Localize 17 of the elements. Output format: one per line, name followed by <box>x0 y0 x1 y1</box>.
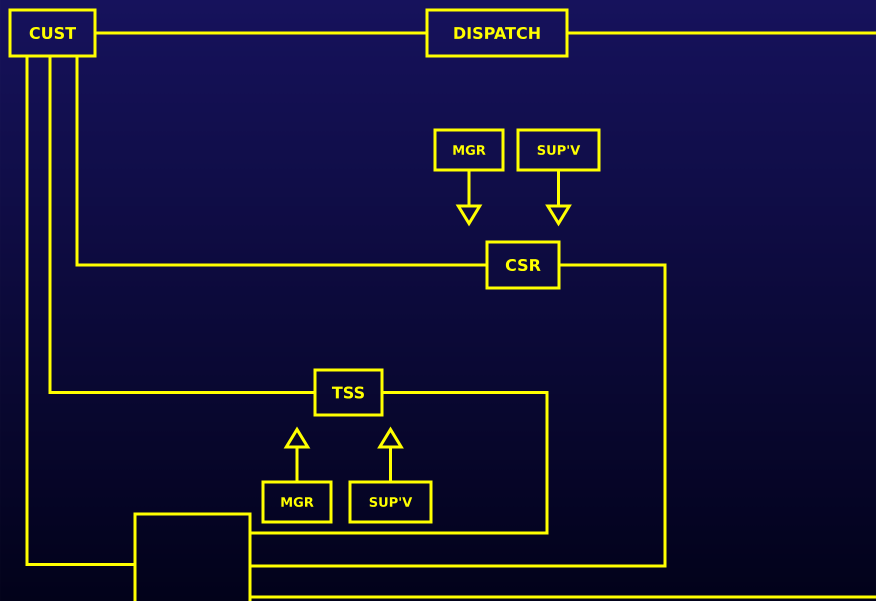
connector-line <box>48 58 314 394</box>
role-box: MGR <box>434 128 504 172</box>
connector-line <box>568 32 876 34</box>
connector-line <box>252 264 666 568</box>
connector-line <box>96 32 426 34</box>
connector-line <box>76 58 486 266</box>
role-box: MGR <box>262 480 332 524</box>
role-box: SUP'V <box>516 128 600 172</box>
role-box: CSR <box>486 240 560 290</box>
connector-line <box>252 596 876 598</box>
connector-line <box>26 58 134 566</box>
connector-line <box>252 391 548 534</box>
role-box: TSS <box>314 368 384 416</box>
role-box: DISPATCH <box>426 8 568 58</box>
role-box: SUP'V <box>348 480 432 524</box>
system-box <box>134 512 252 601</box>
role-box: CUST <box>8 8 96 58</box>
